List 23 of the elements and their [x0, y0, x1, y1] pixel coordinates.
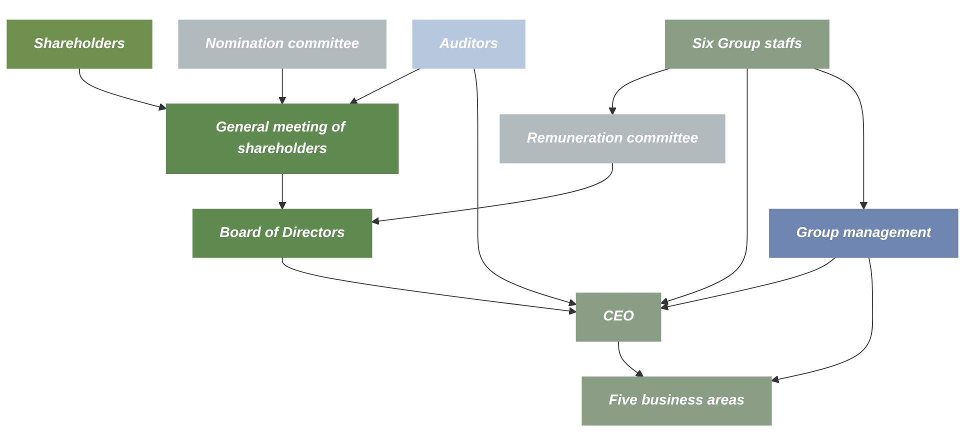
- arrow: [278, 68, 286, 104]
- arrow: [660, 256, 836, 310]
- node-box: Board of Directors: [192, 208, 372, 258]
- node-box: Remuneration committee: [500, 114, 726, 164]
- arrow: [278, 173, 286, 210]
- arrow: [771, 256, 874, 383]
- node-box: Shareholders: [6, 20, 152, 69]
- node-box: Nomination committee: [178, 20, 386, 69]
- node-box: Auditors: [412, 20, 526, 69]
- arrow: [350, 68, 421, 104]
- node-box: CEO: [576, 292, 662, 342]
- node-box: Group management: [769, 208, 958, 258]
- arrow: [79, 68, 167, 111]
- arrow: [371, 162, 613, 225]
- arrow: [282, 256, 577, 315]
- node-box: Five business areas: [582, 376, 772, 426]
- arrow: [814, 68, 868, 210]
- node-box: General meeting of shareholders: [166, 103, 399, 174]
- node-box: Six Group staffs: [665, 20, 830, 69]
- arrow: [474, 68, 577, 306]
- arrow: [608, 68, 670, 115]
- arrow: [660, 68, 748, 305]
- arrow: [618, 340, 644, 378]
